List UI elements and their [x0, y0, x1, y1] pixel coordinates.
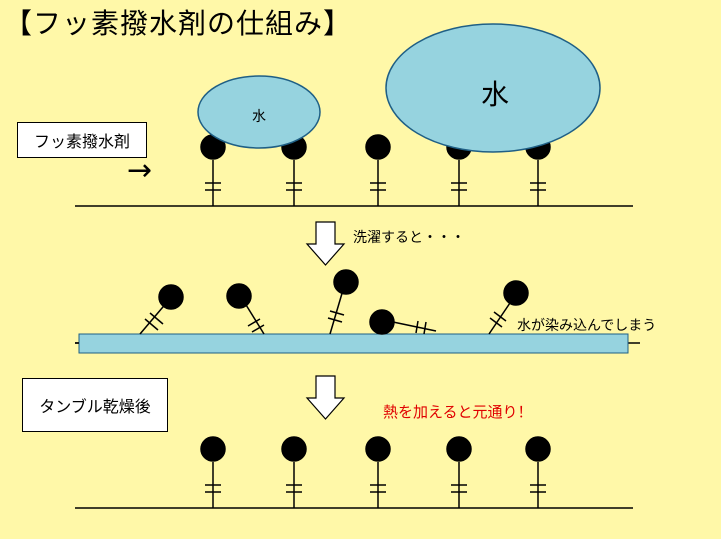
heat-restores-note: 熱を加えると元通り！: [383, 403, 533, 421]
molecule: [327, 269, 359, 335]
down-arrow-icon: [305, 221, 346, 266]
water-droplet-small: [197, 75, 321, 149]
molecule: [281, 134, 307, 206]
molecule: [139, 284, 184, 335]
molecule: [365, 436, 391, 508]
molecule: [200, 134, 226, 206]
down-arrow-icon-2: [305, 375, 346, 420]
molecule: [365, 134, 391, 206]
fabric-layer: [78, 333, 629, 354]
molecule-row-mid: [139, 269, 529, 335]
molecule-row-bottom: [200, 436, 551, 508]
molecule: [525, 436, 551, 508]
molecule: [281, 436, 307, 508]
molecule: [200, 436, 226, 508]
page-title: 【フッ素撥水剤の仕組み】: [4, 7, 353, 40]
molecule: [226, 283, 265, 335]
fluoro-agent-label: フッ素撥水剤: [17, 122, 147, 158]
after-tumble-dry-label: タンブル乾燥後: [22, 378, 168, 432]
molecule: [446, 436, 472, 508]
after-wash-note: 洗濯すると・・・: [353, 230, 465, 246]
arrow-right-icon: →: [127, 153, 153, 188]
molecule: [488, 280, 529, 335]
water-label-large: 水: [481, 78, 510, 111]
water-droplet-large: [385, 23, 601, 153]
water-label-small: 水: [252, 109, 266, 125]
water-soaks-note: 水が染み込んでしまう: [517, 318, 657, 334]
molecule: [369, 309, 437, 335]
